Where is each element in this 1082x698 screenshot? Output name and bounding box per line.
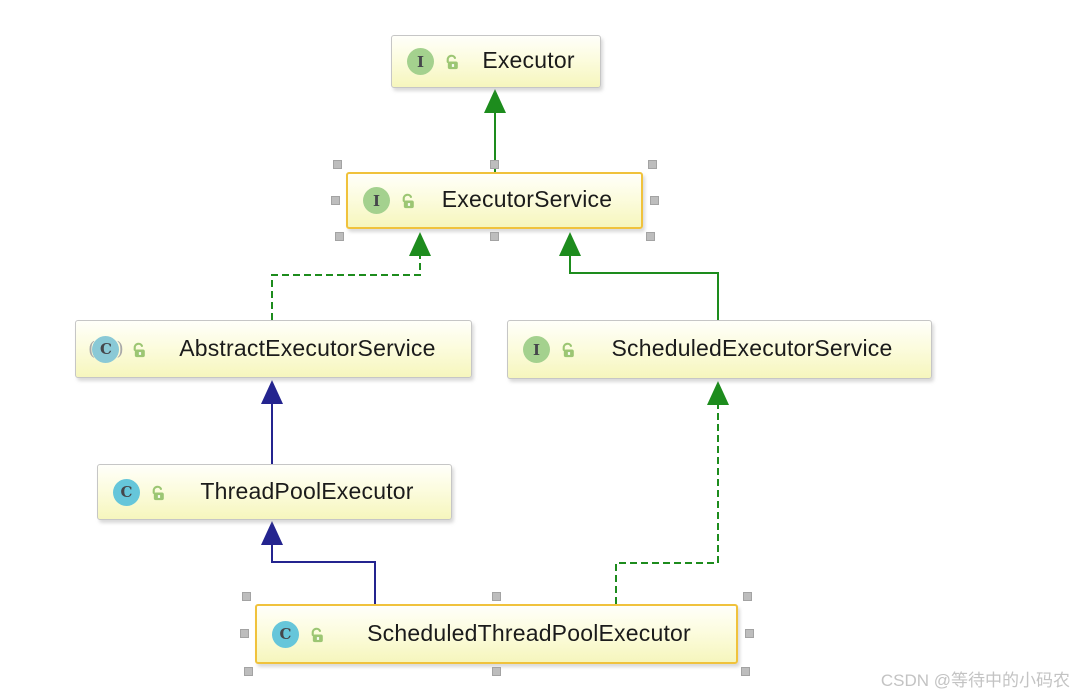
edge-scheduledexecutorservice-extends-executorservice[interactable] [559, 232, 719, 320]
selection-handle-mid-left[interactable] [331, 195, 340, 205]
class-node-threadpoolexecutor[interactable]: C ThreadPoolExecutor [97, 464, 452, 520]
abstract-paren-left: ( [88, 336, 95, 363]
selection-handle-bottom-right[interactable] [646, 232, 655, 241]
class-node-executorservice[interactable]: I ExecutorService [331, 160, 659, 241]
class-name-label: ThreadPoolExecutor [200, 477, 414, 504]
selection-handle-top-center[interactable] [489, 160, 499, 169]
selection-handle-bottom-center[interactable] [489, 232, 499, 241]
edge-abstractexecutorservice-implements-executorservice[interactable] [271, 232, 431, 320]
node-icons: I [523, 336, 577, 363]
interface-letter: I [532, 340, 541, 359]
class-letter: C [99, 340, 112, 358]
selection-handle-top-right[interactable] [648, 160, 657, 169]
selection-handle-top-center[interactable] [491, 592, 501, 601]
selection-handle-bottom-left[interactable] [335, 232, 344, 241]
class-name-label: Executor [482, 47, 575, 73]
public-lock-icon [446, 54, 458, 70]
node-icons: ( C ) [88, 335, 148, 363]
class-name-label: AbstractExecutorService [179, 334, 436, 361]
arrowhead-icon [559, 232, 581, 256]
arrowhead-icon [409, 232, 431, 256]
class-node-scheduledthreadpoolexecutor[interactable]: C ScheduledThreadPoolExecutor [240, 592, 754, 676]
class-letter: C [120, 483, 133, 501]
public-lock-icon [152, 485, 164, 500]
selection-handle-bottom-left[interactable] [244, 667, 253, 676]
interface-icon: I [407, 48, 434, 75]
selection-handle-mid-right[interactable] [650, 195, 659, 205]
class-node-abstractexecutorservice[interactable]: ( C ) AbstractExecutorService [75, 320, 472, 378]
interface-icon: I [523, 336, 550, 363]
selection-handle-top-right[interactable] [743, 592, 752, 601]
arrowhead-icon [707, 381, 729, 405]
class-icon: C [272, 620, 299, 648]
class-node-scheduledexecutorservice[interactable]: I ScheduledExecutorService [507, 320, 932, 379]
abstract-class-icon: C [92, 335, 120, 363]
class-icon: C [113, 478, 140, 506]
edge-scheduledthreadpoolexecutor-extends-threadpoolexecutor[interactable] [261, 521, 376, 604]
class-node-executor[interactable]: I Executor [391, 35, 601, 88]
class-name-label: ScheduledExecutorService [611, 335, 893, 361]
abstract-paren-right: ) [116, 337, 124, 360]
selection-handle-top-left[interactable] [333, 160, 342, 169]
public-lock-icon [562, 342, 574, 358]
class-name-label: ScheduledThreadPoolExecutor [367, 619, 691, 646]
selection-handle-bottom-center[interactable] [491, 667, 501, 676]
interface-letter: I [372, 191, 381, 210]
selection-handle-mid-right[interactable] [745, 629, 754, 638]
public-lock-icon [402, 193, 414, 209]
arrowhead-icon [261, 380, 283, 404]
edge-scheduledthreadpoolexecutor-implements-scheduledexecutorservice[interactable] [615, 381, 729, 604]
interface-letter: I [416, 52, 425, 71]
node-icons: C [113, 478, 167, 506]
public-lock-icon [311, 627, 323, 642]
node-icons: I [363, 187, 417, 214]
arrowhead-icon [261, 521, 283, 545]
selection-handle-mid-left[interactable] [240, 629, 249, 638]
public-lock-icon [133, 342, 145, 357]
edge-threadpoolexecutor-extends-abstractexecutorservice[interactable] [261, 380, 283, 464]
selection-handle-top-left[interactable] [242, 592, 251, 601]
arrowhead-icon [484, 89, 506, 113]
interface-icon: I [363, 187, 390, 214]
selection-handle-bottom-right[interactable] [741, 667, 750, 676]
node-icons: C [272, 620, 326, 648]
csdn-watermark: CSDN @等待中的小码农 [880, 671, 1070, 690]
class-name-label: ExecutorService [441, 186, 613, 212]
node-icons: I [407, 48, 461, 75]
class-letter: C [279, 625, 292, 643]
